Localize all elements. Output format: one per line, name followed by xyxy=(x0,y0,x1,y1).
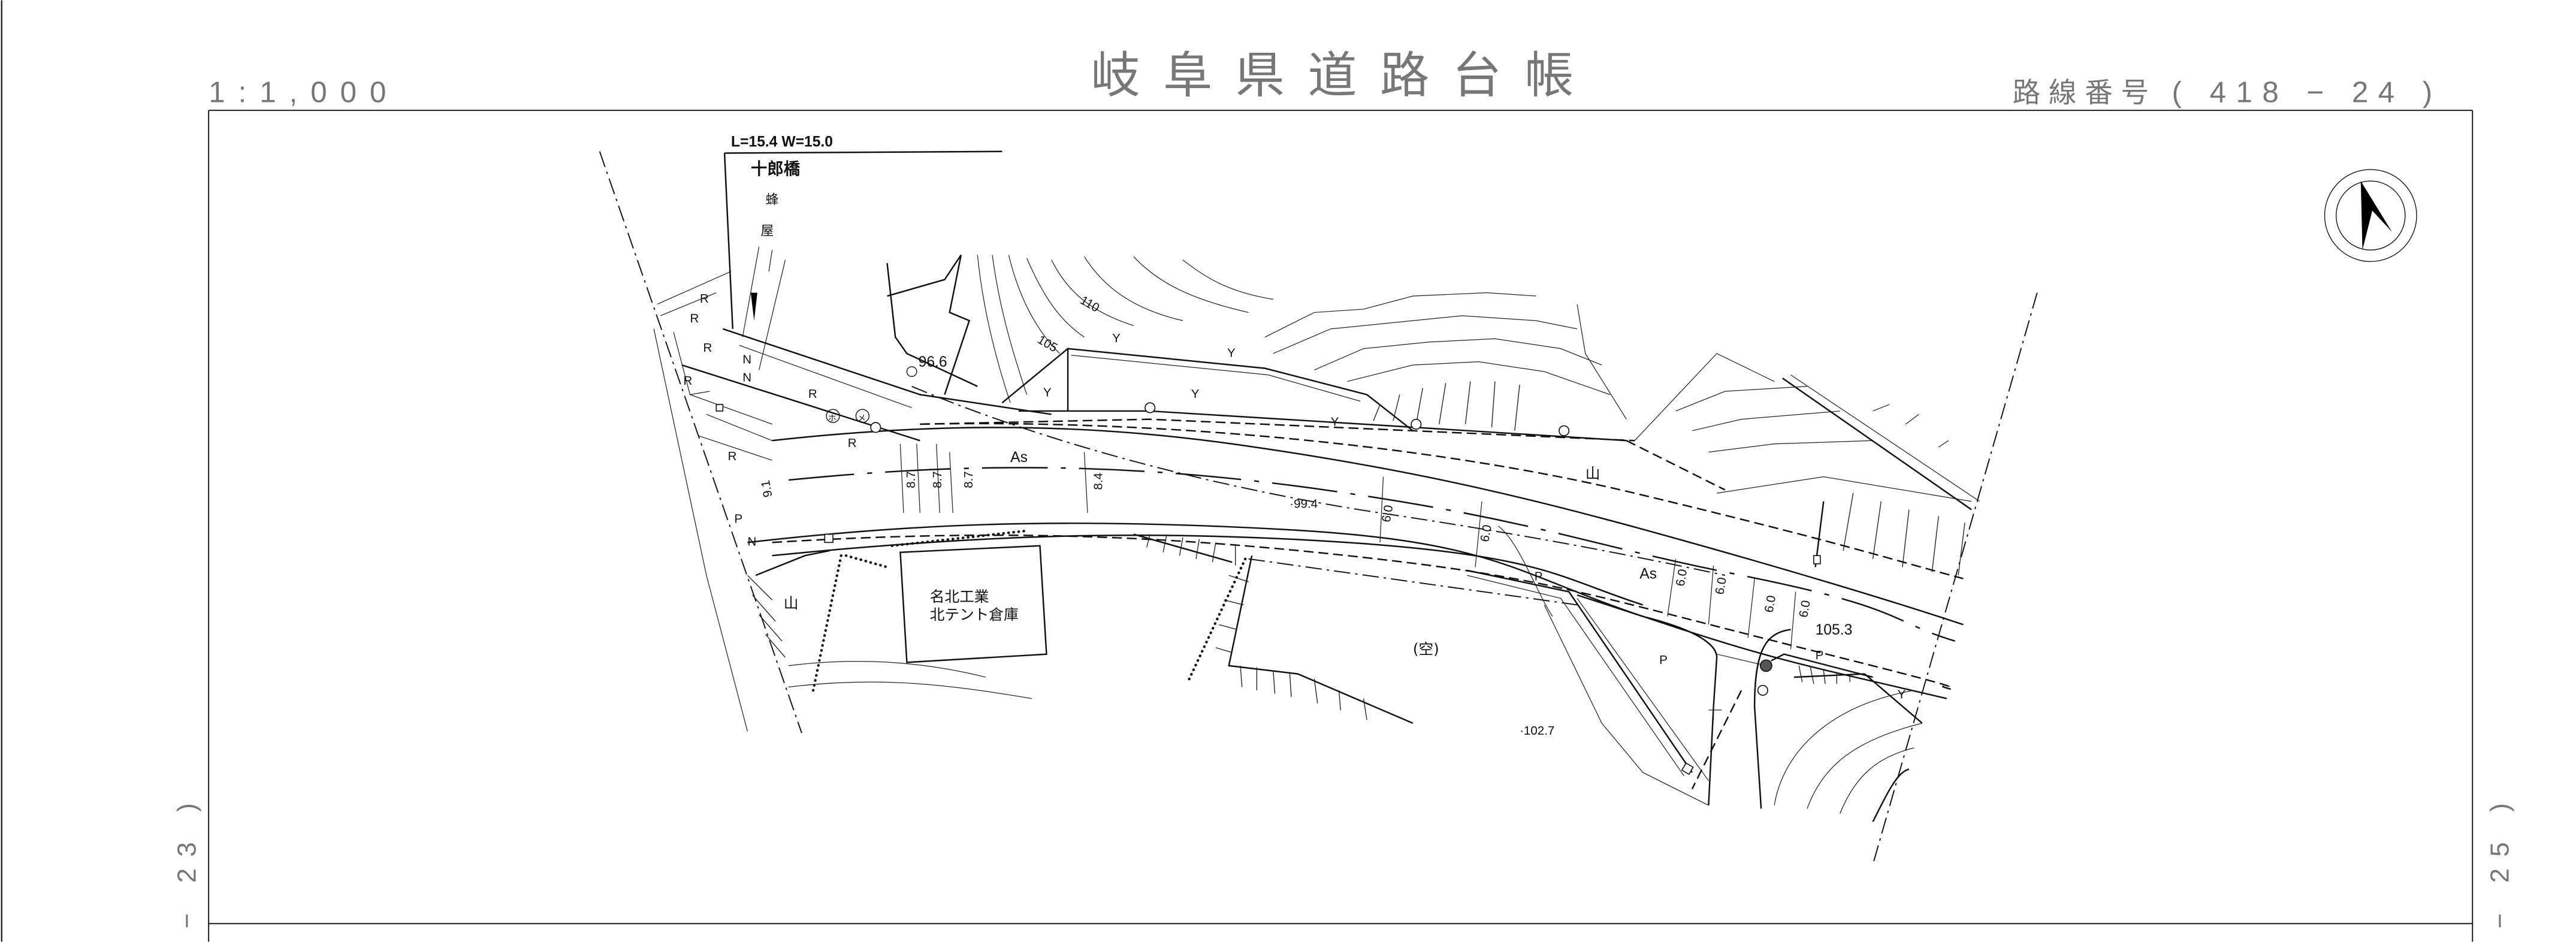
adjacent-sheet-left: − 23 ) xyxy=(172,792,201,929)
river-name-char: 蜂 xyxy=(766,192,779,207)
surface-code: Y xyxy=(1331,415,1339,429)
elevation-label: 105.3 xyxy=(1816,622,1853,638)
surface-code: P xyxy=(1535,569,1543,583)
width-label: 8.4 xyxy=(1092,473,1106,490)
surface-code: R xyxy=(728,449,737,463)
surface-code: P xyxy=(1816,648,1824,662)
river-flow-arrow-icon xyxy=(750,292,757,321)
width-label: 6.0 xyxy=(1762,594,1779,614)
map-symbol-ho: ホ xyxy=(828,413,836,423)
surface-code: P xyxy=(1659,653,1668,667)
bridge-spec: L=15.4 W=15.0 xyxy=(731,134,833,150)
route-number-label: 路線番号 xyxy=(2013,77,2157,108)
surface-code: N xyxy=(742,371,751,385)
contour-label: 110 xyxy=(1078,293,1102,315)
width-label: 9.1 xyxy=(759,479,775,498)
surface-code: R xyxy=(848,436,857,450)
surface-code: N xyxy=(747,535,756,549)
sheet-title: 岐阜県道路台帳 xyxy=(1091,49,1596,103)
map-labels: L=15.4 W=15.0 十郎橋 蜂 屋 名北工業 北テント倉庫 (空) 96… xyxy=(684,134,1906,738)
pavement-code: As xyxy=(1010,449,1028,466)
warehouse-outline xyxy=(899,545,1047,663)
width-label: 6.0 xyxy=(1674,568,1690,587)
width-label: 8.7 xyxy=(904,471,918,488)
mountain-symbol-icon: 山 xyxy=(1586,464,1600,482)
elevation-label: ·102.7 xyxy=(1520,724,1554,738)
route-number-value: ( 418 − 24 ) xyxy=(2172,76,2442,108)
surface-code: Y xyxy=(1227,346,1236,360)
width-label: 8.7 xyxy=(962,471,976,488)
surface-code: P xyxy=(735,512,743,526)
elevation-label: ·99.4 xyxy=(1289,497,1318,511)
river-name-char: 屋 xyxy=(760,224,774,239)
surface-code: Y xyxy=(1898,688,1906,702)
surface-code: Y xyxy=(1112,331,1121,345)
surface-code: N xyxy=(742,352,751,366)
map-drawing xyxy=(599,150,2038,865)
width-label: 6.0 xyxy=(1478,524,1494,543)
vacant-lot-label: (空) xyxy=(1413,641,1439,658)
surface-code: R xyxy=(808,387,817,401)
width-label: 6.0 xyxy=(1796,599,1813,618)
contour-label: 105 xyxy=(1035,333,1060,355)
adjacent-sheet-right: − 25 ) xyxy=(2486,792,2515,929)
width-label: 6.0 xyxy=(1379,504,1396,523)
surface-code: R xyxy=(703,341,712,355)
width-label: 6.0 xyxy=(1713,576,1729,596)
surface-code: R xyxy=(690,312,699,325)
width-label: 8.7 xyxy=(931,471,944,488)
building-name-line1: 名北工業 xyxy=(930,588,989,605)
surface-code: Y xyxy=(1043,385,1052,399)
surface-code: R xyxy=(684,374,693,388)
route-number: 路線番号 ( 418 − 24 ) xyxy=(2013,76,2442,108)
map-frame xyxy=(208,110,2474,942)
map-symbol-me: メ xyxy=(857,413,866,423)
bridge-name: 十郎橋 xyxy=(751,160,801,179)
surface-code: Y xyxy=(1191,387,1200,401)
mountain-symbol-icon: 山 xyxy=(784,594,799,612)
scale-label: 1:1,000 xyxy=(209,76,399,108)
north-arrow-icon xyxy=(2324,169,2417,262)
surface-code: R xyxy=(700,292,709,306)
pavement-code: As xyxy=(1639,566,1657,582)
building-name-line2: 北テント倉庫 xyxy=(930,606,1019,623)
elevation-label: 96.6 xyxy=(919,354,947,370)
